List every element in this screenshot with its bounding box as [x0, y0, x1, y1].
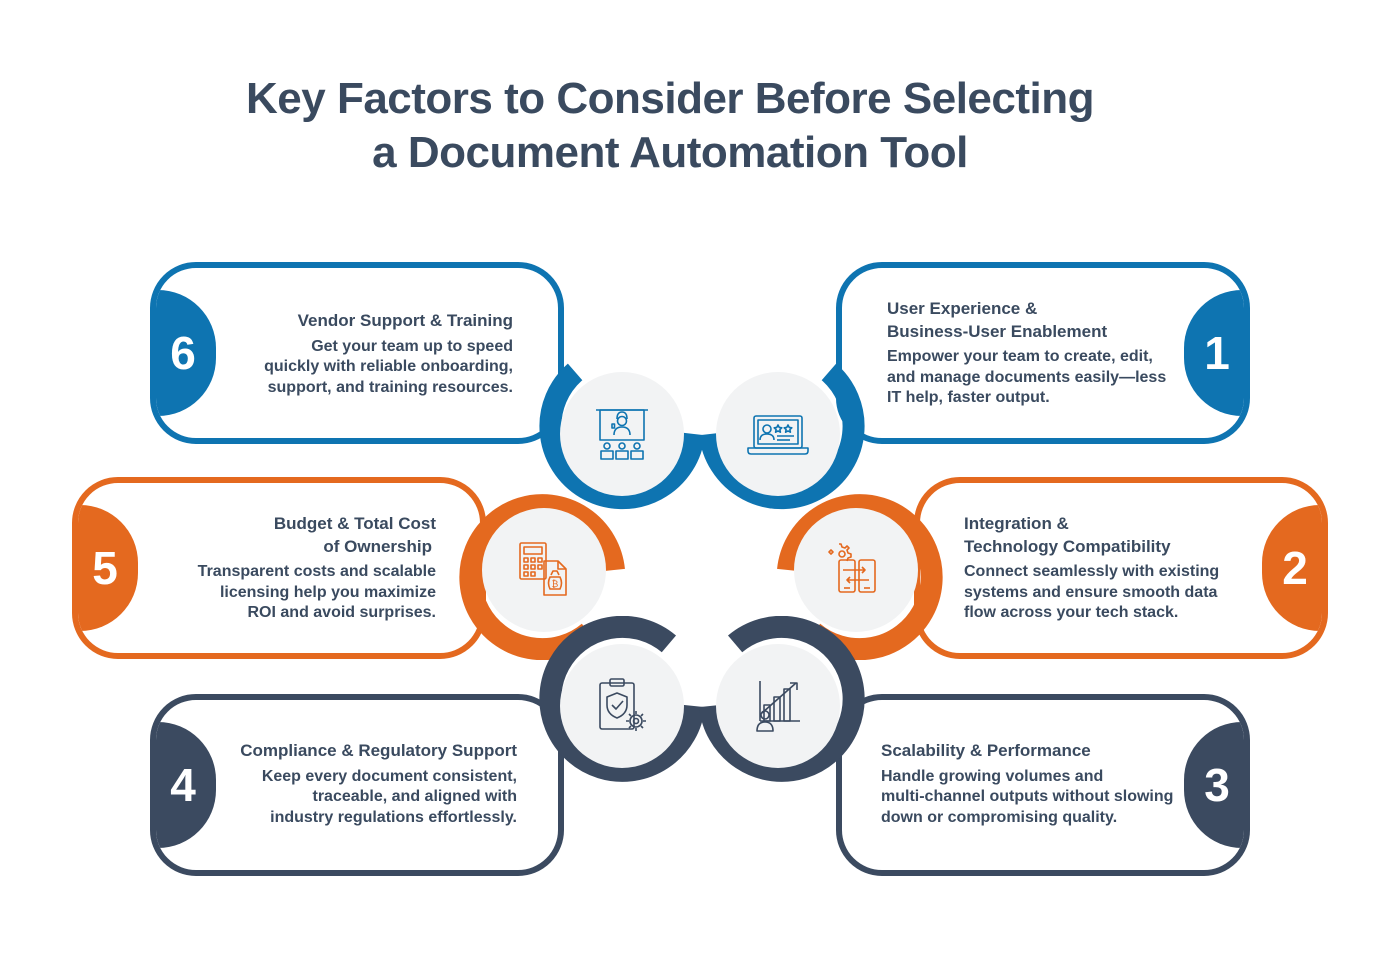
title-line-2: a Document Automation Tool: [372, 128, 968, 177]
factor-icon-circle-3: [716, 644, 840, 768]
factor-heading-1b: Business-User Enablement: [887, 321, 1108, 341]
factor-text-2: Integration & Technology Compatibility C…: [964, 513, 1244, 624]
factor-4-desc-line-2: traceable, and aligned with: [312, 788, 518, 805]
factor-icon-circle-4: [560, 644, 684, 768]
factor-5-desc-line-1: Transparent costs and scalable: [197, 563, 436, 580]
factor-number-5: 5: [78, 505, 138, 631]
factor-heading-5b: of Ownership: [323, 536, 432, 556]
ring-segment-5: [459, 494, 625, 660]
factor-card-3: 3: [836, 694, 1250, 876]
factor-6-desc-line-2: quickly with reliable onboarding,: [264, 358, 513, 375]
factor-1-desc-line-3: IT help, faster output.: [887, 389, 1050, 406]
factor-6-desc-line-3: support, and training resources.: [267, 378, 513, 396]
clipboard-shield-icon: [599, 678, 646, 731]
factor-icon-circle-6: [560, 372, 684, 496]
factor-3-desc-line-2: multi-channel outputs without slowing: [881, 788, 1174, 805]
factor-heading-2b: Technology Compatibility: [964, 536, 1171, 556]
factor-description-6: Get your team up to speed quickly with r…: [230, 337, 513, 399]
page-title: Key Factors to Consider Before Selecting…: [0, 72, 1340, 180]
factor-card-5: 5: [72, 477, 486, 659]
factor-icon-circle-1: [716, 372, 840, 496]
factor-heading-1a: User Experience &: [887, 299, 1038, 318]
factor-card-6: 6: [150, 262, 564, 444]
factor-card-4: 4: [150, 694, 564, 876]
factor-number-4: 4: [156, 722, 216, 848]
factor-4-desc-line-1: Keep every document consistent,: [261, 767, 517, 785]
factor-3-desc-line-1: Handle growing volumes and: [881, 767, 1104, 785]
factor-heading-2a: Integration &: [964, 514, 1069, 533]
growth-chart-icon: [756, 681, 800, 732]
calculator-money-icon: ₿: [519, 542, 567, 596]
factor-5-desc-line-2: licensing help you maximize: [219, 583, 436, 601]
factor-6-desc-line-1: Get your team up to speed: [311, 337, 513, 355]
factor-3-desc-line-3: down or compromising quality.: [881, 808, 1118, 826]
factor-description-1: Empower your team to create, edit, and m…: [887, 347, 1177, 409]
factor-text-4: Compliance & Regulatory Support Keep eve…: [217, 740, 517, 828]
svg-text:₿: ₿: [552, 579, 559, 590]
factor-2-desc-line-2: systems and ensure smooth data: [964, 583, 1218, 601]
ring-segment-4: [539, 616, 705, 782]
ring-segment-2: [777, 494, 943, 660]
factor-number-2: 2: [1262, 505, 1322, 631]
factor-text-3: Scalability & Performance Handle growing…: [881, 740, 1181, 828]
training-presentation-icon: [596, 409, 648, 460]
factor-heading-6: Vendor Support & Training: [297, 311, 513, 330]
title-line-1: Key Factors to Consider Before Selecting: [246, 74, 1095, 123]
factor-description-3: Handle growing volumes and multi-channel…: [881, 767, 1181, 829]
factor-text-1: User Experience & Business-User Enableme…: [887, 298, 1177, 409]
factor-description-5: Transparent costs and scalable licensing…: [150, 562, 436, 624]
factor-text-5: Budget & Total Cost of Ownership Transpa…: [150, 513, 436, 624]
ring-segment-1: [699, 363, 865, 510]
factor-heading-3: Scalability & Performance: [881, 741, 1091, 760]
factor-2-desc-line-1: Connect seamlessly with existing: [964, 563, 1220, 580]
factor-4-desc-line-3: industry regulations effortlessly.: [270, 808, 517, 826]
ring-segment-6: [539, 363, 705, 510]
factor-card-2: 2: [914, 477, 1328, 659]
factor-card-1: 1: [836, 262, 1250, 444]
factor-1-desc-line-2: and manage documents easily—less: [887, 368, 1167, 386]
phone-sync-icon: [828, 543, 876, 593]
factor-text-6: Vendor Support & Training Get your team …: [230, 310, 513, 398]
factor-icon-circle-5: ₿: [482, 508, 606, 632]
factor-1-desc-line-1: Empower your team to create, edit,: [887, 348, 1153, 365]
factor-icon-circle-2: [794, 508, 918, 632]
factor-heading-4: Compliance & Regulatory Support: [240, 741, 517, 760]
factor-number-6: 6: [156, 290, 216, 416]
factor-heading-5a: Budget & Total Cost: [273, 514, 436, 533]
factor-number-1: 1: [1184, 290, 1244, 416]
factor-number-3: 3: [1184, 722, 1244, 848]
factor-description-2: Connect seamlessly with existing systems…: [964, 562, 1244, 624]
laptop-rating-icon: [747, 415, 809, 455]
factor-2-desc-line-3: flow across your tech stack.: [964, 604, 1179, 621]
ring-segment-3: [699, 616, 865, 782]
factor-5-desc-line-3: ROI and avoid surprises.: [247, 604, 437, 621]
factor-description-4: Keep every document consistent, traceabl…: [217, 767, 517, 829]
